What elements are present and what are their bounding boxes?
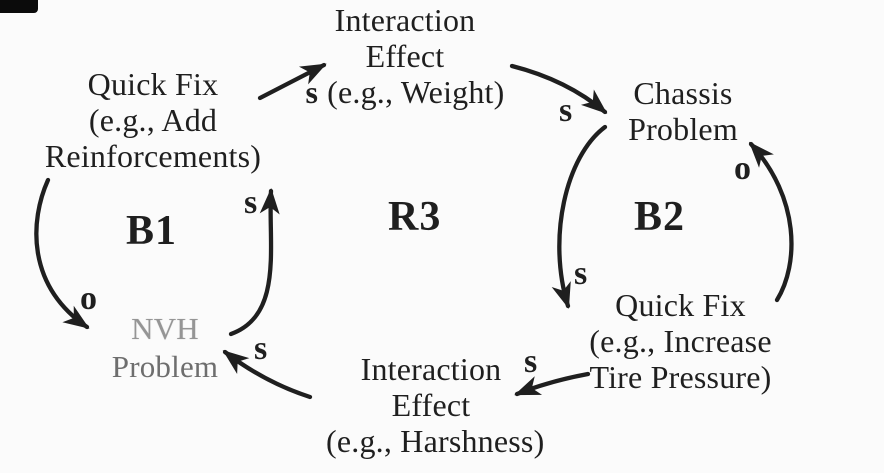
arrow-quickfix-top-to-interaction-top xyxy=(257,62,327,101)
edge-label-s-interaction-bottom-to-nvh: s xyxy=(254,330,268,367)
arrow-b1-nvh-to-quickfix xyxy=(228,188,280,337)
edge-label-s-nvh-to-quickfix: s xyxy=(244,184,258,221)
node-line: Chassis xyxy=(633,75,733,111)
node-nvh-problem: NVH Problem xyxy=(95,310,235,386)
loop-label-r3: R3 xyxy=(388,194,442,240)
node-line: Tire Pressure) xyxy=(589,359,772,395)
node-line: Problem xyxy=(628,111,738,147)
node-line: NVH xyxy=(131,311,199,346)
node-interaction-effect-harshness: Interaction Effect (e.g., Harshness) xyxy=(326,351,545,459)
arrow-b2-quickfix-to-chassis xyxy=(748,141,794,303)
arrow-b2-chassis-to-quickfix xyxy=(551,124,608,309)
node-line: Effect xyxy=(365,38,445,74)
scan-artifact xyxy=(0,0,38,13)
edge-label-s-quickfix-to-interaction-bottom: s xyxy=(524,343,538,380)
edge-label-s-interaction-to-chassis: s xyxy=(559,92,573,129)
node-line: s(e.g., Weight) xyxy=(290,74,520,110)
node-line: Quick Fix xyxy=(615,287,746,323)
arrow-interaction-bottom-to-nvh xyxy=(222,349,313,400)
node-line: (e.g., Add xyxy=(88,102,218,138)
node-line: (e.g., Increase xyxy=(589,323,772,359)
node-line: Interaction xyxy=(360,351,502,387)
node-line: (e.g., Harshness) xyxy=(326,423,545,459)
node-interaction-effect-weight: Interaction Effect s(e.g., Weight) xyxy=(290,2,520,110)
arrow-interaction-top-to-chassis xyxy=(509,63,608,115)
arrow-b1-quickfix-to-nvh xyxy=(34,177,90,330)
loop-label-b2: B2 xyxy=(634,194,686,240)
edge-label-s-quickfix-to-interaction: s xyxy=(305,74,319,110)
node-line-text: (e.g., Weight) xyxy=(327,74,505,110)
edge-label-o-quickfix-to-nvh: o xyxy=(80,280,97,317)
node-quick-fix-reinforcements: Quick Fix (e.g., Add Reinforcements) xyxy=(22,66,284,174)
edge-label-s-chassis-to-quickfix: s xyxy=(574,255,588,292)
edge-label-o-quickfix-to-chassis: o xyxy=(734,150,751,187)
node-line: Reinforcements) xyxy=(44,138,262,174)
node-line: Interaction xyxy=(334,2,476,38)
node-chassis-problem: Chassis Problem xyxy=(598,75,768,147)
arrow-quickfix-right-to-interaction-bottom xyxy=(514,371,591,397)
node-line: Quick Fix xyxy=(87,66,219,102)
loop-label-b1: B1 xyxy=(126,208,178,254)
node-line: Effect xyxy=(391,387,471,423)
node-quick-fix-tire-pressure: Quick Fix (e.g., Increase Tire Pressure) xyxy=(578,287,783,395)
node-line: Problem xyxy=(111,349,219,384)
